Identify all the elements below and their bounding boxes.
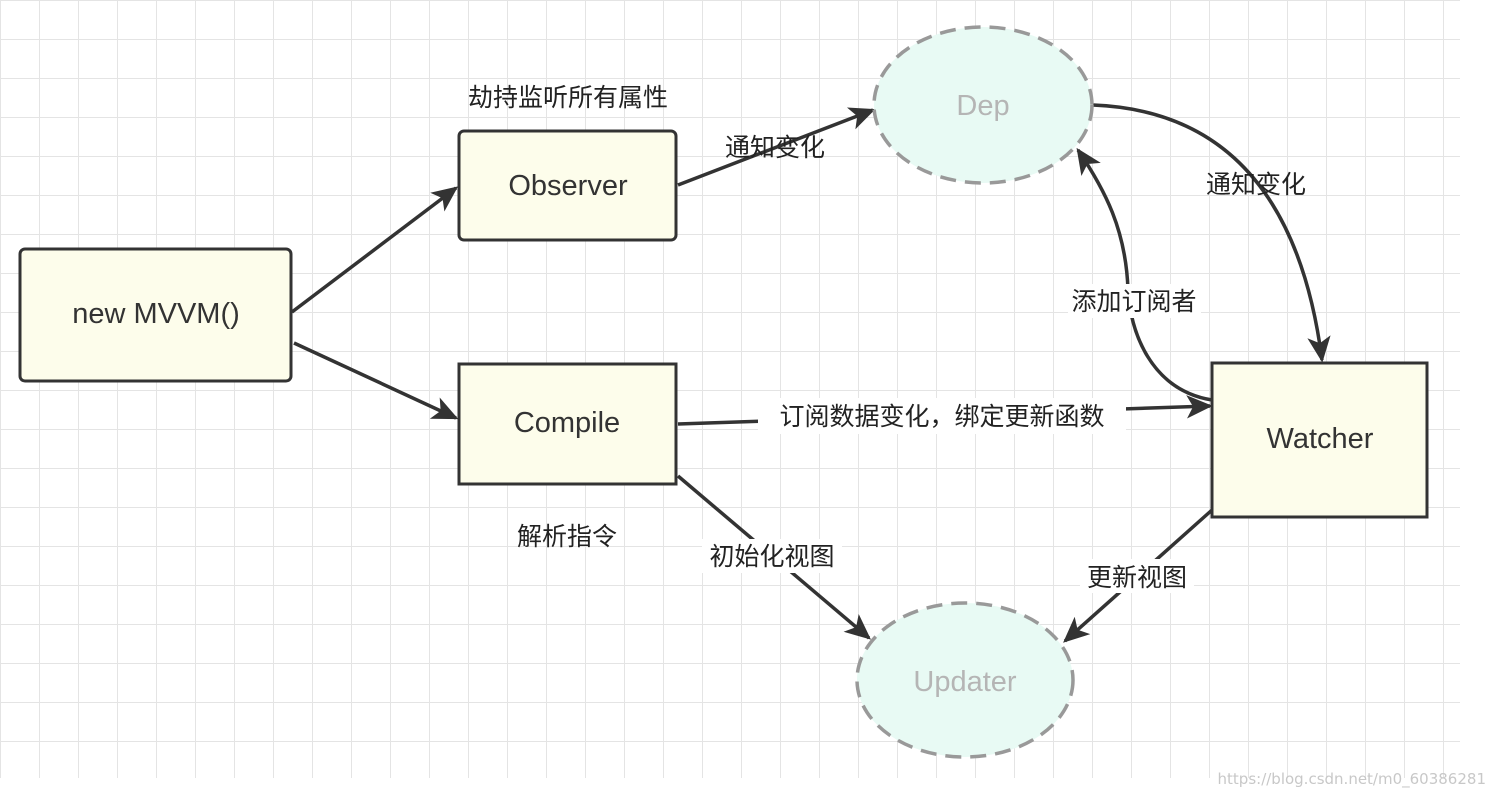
label-watcher-to-updater: 更新视图	[1087, 563, 1187, 592]
label-bg-watcher-to-updater	[1080, 559, 1194, 593]
node-updater-label: Updater	[913, 666, 1017, 698]
label-bg-watcher-to-dep	[1068, 284, 1201, 318]
node-updater: Updater	[855, 601, 1075, 759]
compile-caption: 解析指令	[517, 522, 617, 551]
node-watcher: Watcher	[1210, 361, 1429, 519]
node-compile: Compile	[457, 362, 678, 486]
node-observer-label: Observer	[508, 170, 628, 202]
label-bg-compile-to-watcher	[758, 398, 1126, 434]
node-mvvm: new MVVM()	[18, 247, 293, 383]
watermark: https://blog.csdn.net/m0_60386281	[1218, 770, 1486, 789]
observer-caption: 劫持监听所有属性	[468, 83, 668, 112]
label-observer-to-dep: 通知变化	[725, 133, 825, 162]
label-dep-to-watcher: 通知变化	[1206, 170, 1306, 199]
label-bg-compile-to-updater	[702, 539, 842, 573]
node-dep: Dep	[872, 25, 1094, 185]
edge-observer-to-dep	[677, 107, 876, 187]
node-observer: Observer	[457, 129, 678, 242]
node-watcher-label: Watcher	[1267, 423, 1374, 455]
edge-mvvm-to-observer	[290, 186, 459, 314]
node-compile-label: Compile	[514, 407, 620, 439]
label-watcher-to-dep: 添加订阅者	[1071, 287, 1196, 316]
label-compile-to-updater: 初始化视图	[709, 542, 834, 571]
edge-mvvm-to-compile	[293, 341, 459, 420]
edge-watcher-to-dep	[1076, 147, 1213, 402]
edge-dep-to-watcher	[1092, 103, 1331, 363]
node-mvvm-label: new MVVM()	[72, 298, 240, 330]
label-compile-to-watcher: 订阅数据变化，绑定更新函数	[779, 402, 1104, 431]
node-dep-label: Dep	[956, 90, 1009, 122]
